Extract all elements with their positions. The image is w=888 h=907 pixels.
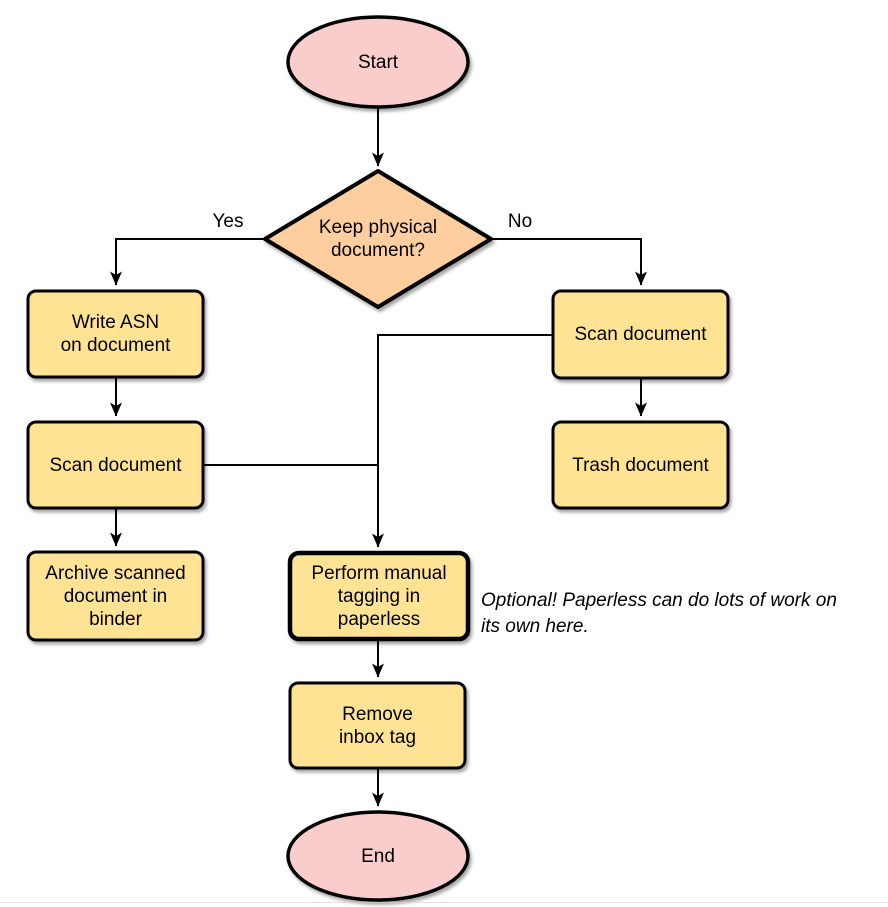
perform-tagging-node-shape [287,550,471,642]
scan-left-node-shape [26,420,205,510]
write-asn-node-shape [26,289,205,379]
edge-scan-right-to-perform-tagging [372,334,553,548]
decision-node-shape [263,169,493,309]
scan-right-node-shape [551,289,730,380]
remove-inbox-node-shape [288,681,467,770]
archive-node-shape [26,550,205,642]
trash-node-shape [551,420,730,510]
edge-decision-yes-to-write-asn [110,238,265,286]
end-node-shape [286,810,470,902]
start-node-shape [286,15,470,109]
edges [110,107,647,807]
edge-decision-no-to-scan-right [491,238,647,286]
bottom-edge-divider [0,902,888,903]
shapes [26,15,730,902]
